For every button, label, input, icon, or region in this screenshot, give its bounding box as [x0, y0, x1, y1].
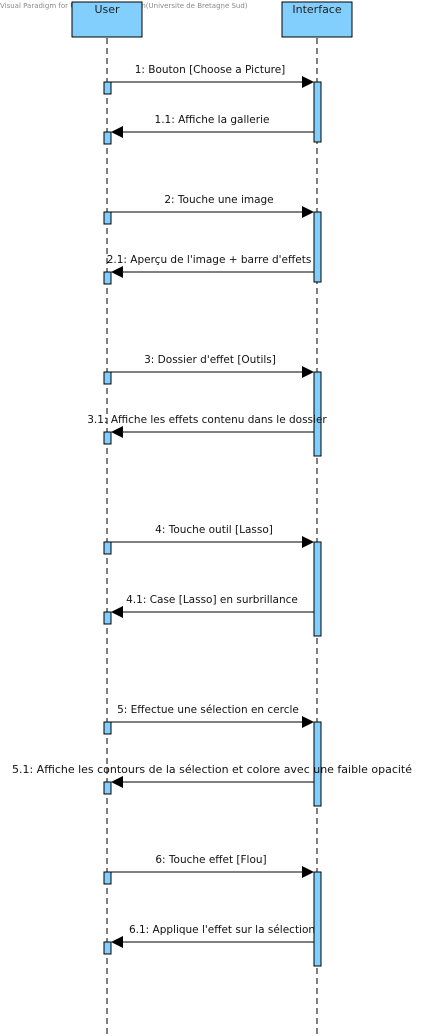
lifeline-user-box: [71, 1, 143, 38]
message-label: 3.1: Affiche les effets contenu dans le …: [87, 414, 327, 426]
arrow-head: [302, 536, 314, 548]
arrow-head: [302, 76, 314, 88]
activation-bar: [313, 371, 322, 457]
interaction-group-1: 1: Bouton [Choose a Picture] 1.1: Affich…: [103, 64, 322, 145]
activation-bar: [103, 211, 112, 225]
lifeline-interface: Interface: [281, 1, 353, 1034]
arrow-head: [111, 426, 123, 438]
interaction-group-3: 3: Dossier d'effet [Outils] 3.1: Affiche…: [87, 354, 327, 457]
message-label: 5: Effectue une sélection en cercle: [117, 704, 299, 716]
activation-bar: [103, 371, 112, 385]
activation-bar: [103, 271, 112, 285]
arrow-head: [302, 866, 314, 878]
activation-bar: [313, 871, 322, 967]
arrow-head: [302, 206, 314, 218]
activation-bar: [313, 721, 322, 807]
activation-bar: [103, 81, 112, 95]
arrow-head: [302, 366, 314, 378]
activation-bar: [313, 541, 322, 637]
lifeline-user-title: User: [94, 3, 120, 16]
interaction-group-6: 6: Touche effet [Flou] 6.1: Applique l'e…: [103, 854, 322, 967]
message-label: 1: Bouton [Choose a Picture]: [135, 64, 286, 76]
message-label: 5.1: Affiche les contours de la sélectio…: [12, 764, 412, 776]
activation-bar: [313, 211, 322, 283]
activation-bar: [103, 431, 112, 445]
message-label: 3: Dossier d'effet [Outils]: [144, 354, 276, 366]
activation-bar: [103, 871, 112, 885]
lifeline-interface-title: Interface: [292, 3, 341, 16]
activation-bar: [313, 81, 322, 143]
activation-bar: [103, 541, 112, 555]
message-label: 6: Touche effet [Flou]: [155, 854, 266, 866]
message-label: 1.1: Affiche la gallerie: [155, 114, 270, 126]
arrow-head: [111, 606, 123, 618]
lifeline-user: User: [71, 1, 143, 1034]
arrow-head: [111, 126, 123, 138]
activation-bar: [103, 611, 112, 625]
message-label: 2.1: Aperçu de l'image + barre d'effets: [107, 254, 312, 266]
interaction-group-2: 2: Touche une image 2.1: Aperçu de l'ima…: [103, 194, 322, 285]
message-label: 2: Touche une image: [164, 194, 273, 206]
lifeline-interface-box: [281, 1, 353, 38]
interaction-group-5: 5: Effectue une sélection en cercle 5.1:…: [12, 704, 412, 807]
arrow-head: [111, 266, 123, 278]
activation-bar: [103, 781, 112, 795]
message-label: 6.1: Applique l'effet sur la sélection: [129, 924, 315, 936]
activation-bar: [103, 721, 112, 735]
message-label: 4.1: Case [Lasso] en surbrillance: [126, 594, 298, 606]
arrow-head: [302, 716, 314, 728]
arrow-head: [111, 776, 123, 788]
message-label: 4: Touche outil [Lasso]: [155, 524, 273, 536]
activation-bar: [103, 941, 112, 955]
interaction-group-4: 4: Touche outil [Lasso] 4.1: Case [Lasso…: [103, 524, 322, 637]
activation-bar: [103, 131, 112, 145]
arrow-head: [111, 936, 123, 948]
